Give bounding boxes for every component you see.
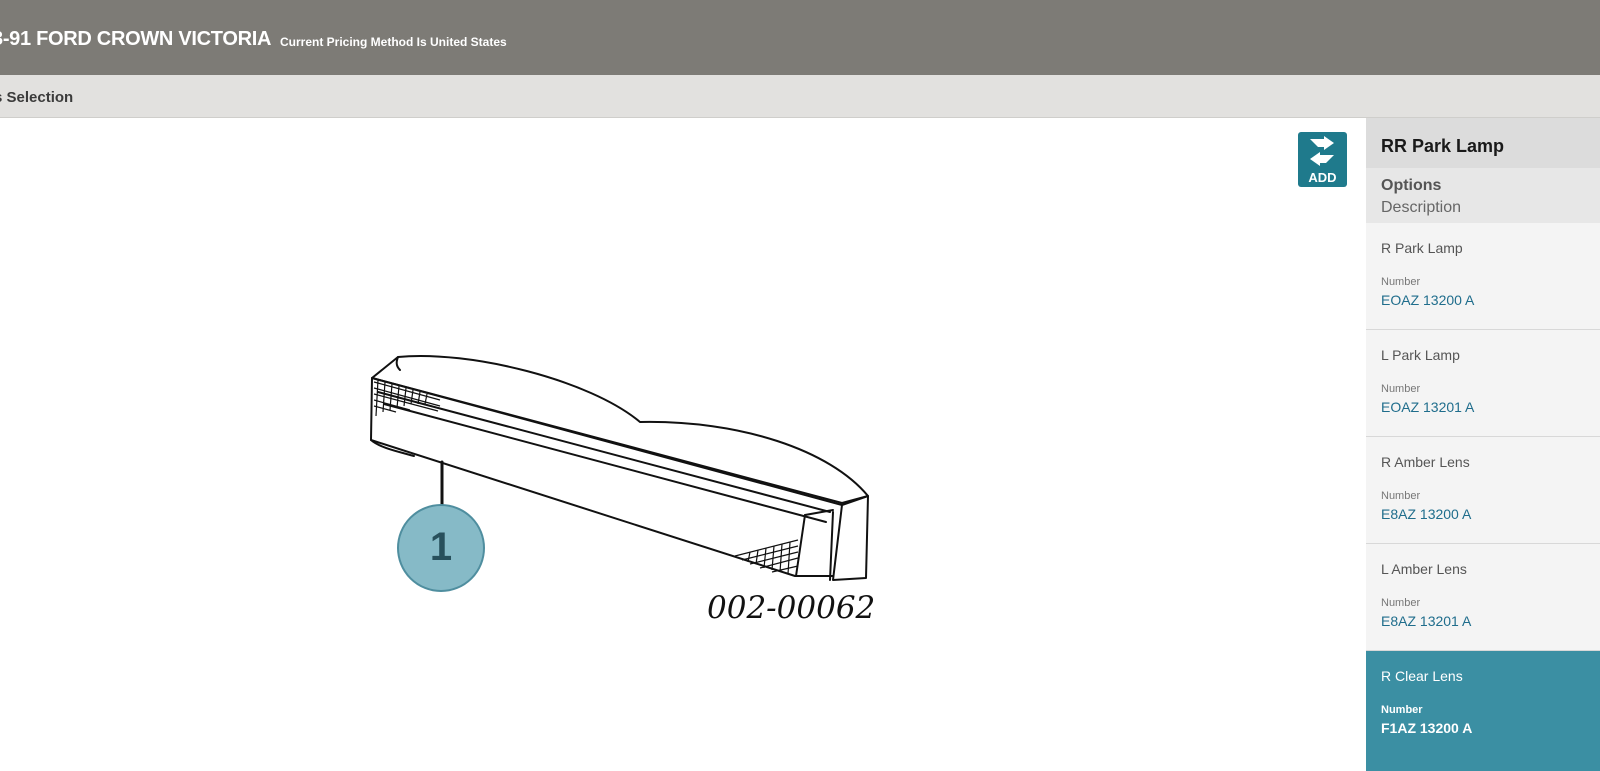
part-number-label: Number (1381, 490, 1421, 502)
part-number[interactable]: EOAZ 13201 A (1381, 399, 1475, 415)
part-number[interactable]: E8AZ 13200 A (1381, 506, 1472, 522)
swap-arrows-icon (1310, 136, 1334, 166)
part-name: L Amber Lens (1381, 561, 1467, 577)
vehicle-title: 3-91 FORD CROWN VICTORIA (0, 28, 272, 50)
description-label: Description (1381, 199, 1462, 216)
callout-number: 1 (429, 525, 453, 569)
part-number-label: Number (1381, 704, 1423, 716)
options-label: Options (1381, 177, 1442, 194)
part-list-item-selected[interactable]: R Clear Lens Number F1AZ 13200 A (1366, 651, 1600, 771)
part-list-item[interactable]: L Amber Lens Number E8AZ 13201 A (1366, 544, 1600, 651)
parts-panel: RR Park Lamp Options Description R Park … (1366, 118, 1600, 771)
part-number-label: Number (1381, 276, 1421, 288)
part-name: L Park Lamp (1381, 347, 1460, 363)
part-number[interactable]: E8AZ 13201 A (1381, 613, 1472, 629)
part-number[interactable]: F1AZ 13200 A (1381, 720, 1473, 736)
part-number[interactable]: EOAZ 13200 A (1381, 292, 1475, 308)
panel-title-bar: RR Park Lamp (1366, 118, 1600, 168)
panel-title: RR Park Lamp (1381, 136, 1505, 156)
park-lamp-diagram (370, 355, 869, 581)
diagram-canvas (0, 118, 1366, 771)
panel-column-header: Options Description (1366, 168, 1600, 223)
add-button-label: ADD (1308, 170, 1337, 185)
part-list-item[interactable]: L Park Lamp Number EOAZ 13201 A (1366, 330, 1600, 437)
part-number-label: Number (1381, 383, 1421, 395)
pricing-method-text: Current Pricing Method Is United States (280, 35, 507, 49)
app-header: 3-91 FORD CROWN VICTORIA Current Pricing… (0, 0, 1600, 75)
part-name: R Clear Lens (1381, 668, 1463, 684)
part-name: R Amber Lens (1381, 454, 1470, 470)
part-list-item[interactable]: R Park Lamp Number EOAZ 13200 A (1366, 223, 1600, 330)
part-list-item[interactable]: R Amber Lens Number E8AZ 13200 A (1366, 437, 1600, 544)
add-button[interactable]: ADD (1298, 132, 1347, 187)
callout-marker[interactable]: 1 (397, 504, 485, 592)
breadcrumb-bar: s Selection (0, 75, 1600, 118)
part-number-label: Number (1381, 597, 1421, 609)
breadcrumb[interactable]: s Selection (0, 89, 74, 106)
part-name: R Park Lamp (1381, 240, 1463, 256)
diagram-part-code: 002-00062 (707, 590, 876, 626)
